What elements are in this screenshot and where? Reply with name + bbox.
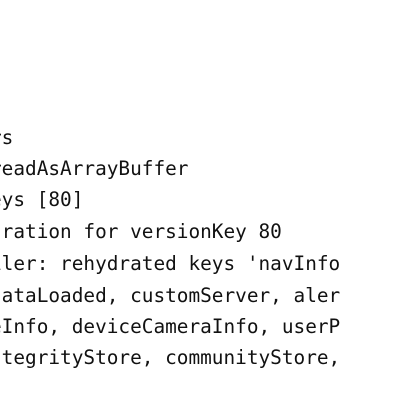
log-line: eys [80] [0,188,84,211]
log-line: iler: rehydrated keys 'navInfo [0,252,341,275]
log-line: gration for versionKey 80 [0,220,282,243]
log-line: readAsArrayBuffer [0,157,189,180]
log-line: eInfo, deviceCameraInfo, userP [0,315,341,338]
log-line: ntegrityStore, communityStore, [0,346,341,369]
log-line: rs [0,126,14,149]
log-line: dataLoaded, customServer, aler [0,284,341,307]
